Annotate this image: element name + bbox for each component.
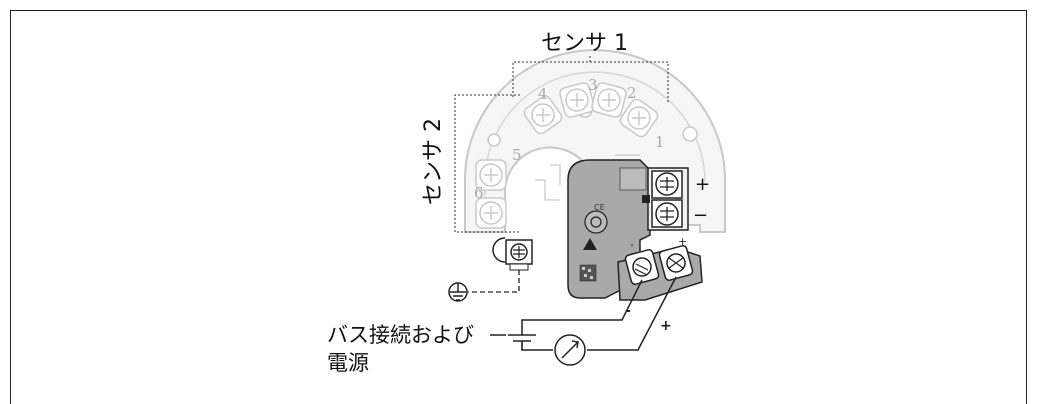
ammeter-icon — [554, 334, 586, 366]
housing-hole — [682, 126, 698, 142]
bus-plus-marker: + — [678, 235, 687, 248]
bus-terminal-screw-minus — [624, 249, 660, 285]
ground-icon — [448, 282, 468, 302]
ground-wire — [468, 270, 520, 293]
bus-minus-wire-label: - — [625, 303, 631, 319]
sensor2-bracket — [454, 94, 520, 233]
bus-terminal-screw-plus — [658, 245, 694, 281]
terminal-numbers: 1 2 3 4 5 6 — [474, 76, 665, 202]
power-supply-symbol — [508, 334, 536, 350]
sensor1-label: センサ 1 — [541, 31, 628, 56]
terminal-minus-label: − — [693, 205, 708, 226]
terminal-screw-6 — [475, 197, 507, 229]
terminal-number-1: 1 — [655, 133, 665, 151]
terminal-number-2: 2 — [627, 84, 637, 102]
terminal-screw-5 — [475, 159, 507, 191]
ce-mark: CE — [594, 203, 605, 212]
terminal-number-6: 6 — [474, 184, 484, 202]
sensor2-label: センサ 2 — [421, 118, 446, 205]
module-button — [584, 210, 608, 234]
module-label-plate — [619, 167, 647, 191]
terminal-number-4: 4 — [538, 85, 548, 103]
terminal-number-5: 5 — [512, 146, 522, 164]
housing-hole — [487, 133, 501, 147]
sensor-terminals — [475, 82, 659, 229]
bus-minus-marker: - — [630, 238, 634, 251]
bus-plus-wire — [587, 276, 677, 351]
esd-warning-icon — [583, 238, 597, 250]
terminal-screw-4 — [523, 95, 563, 135]
bus-power-label-line2: 電源 — [327, 351, 369, 375]
inner-wiring — [535, 154, 640, 201]
bus-plus-wire-label: + — [660, 318, 672, 334]
right-terminal-block: + − — [642, 167, 710, 231]
ground-terminal — [468, 237, 533, 293]
terminal-plus-label: + — [695, 174, 710, 195]
supply-wire — [521, 349, 553, 351]
bus-power-label-line1: バス接続および — [327, 323, 474, 347]
terminal-number-3: 3 — [588, 76, 598, 94]
figure-frame — [10, 10, 1027, 404]
bus-minus-wire — [521, 279, 643, 335]
terminal-screw-3 — [559, 82, 595, 118]
terminal-screw-2 — [591, 82, 627, 118]
bus-terminal-block: - + — [617, 235, 703, 301]
terminal-screw-1 — [619, 98, 659, 138]
